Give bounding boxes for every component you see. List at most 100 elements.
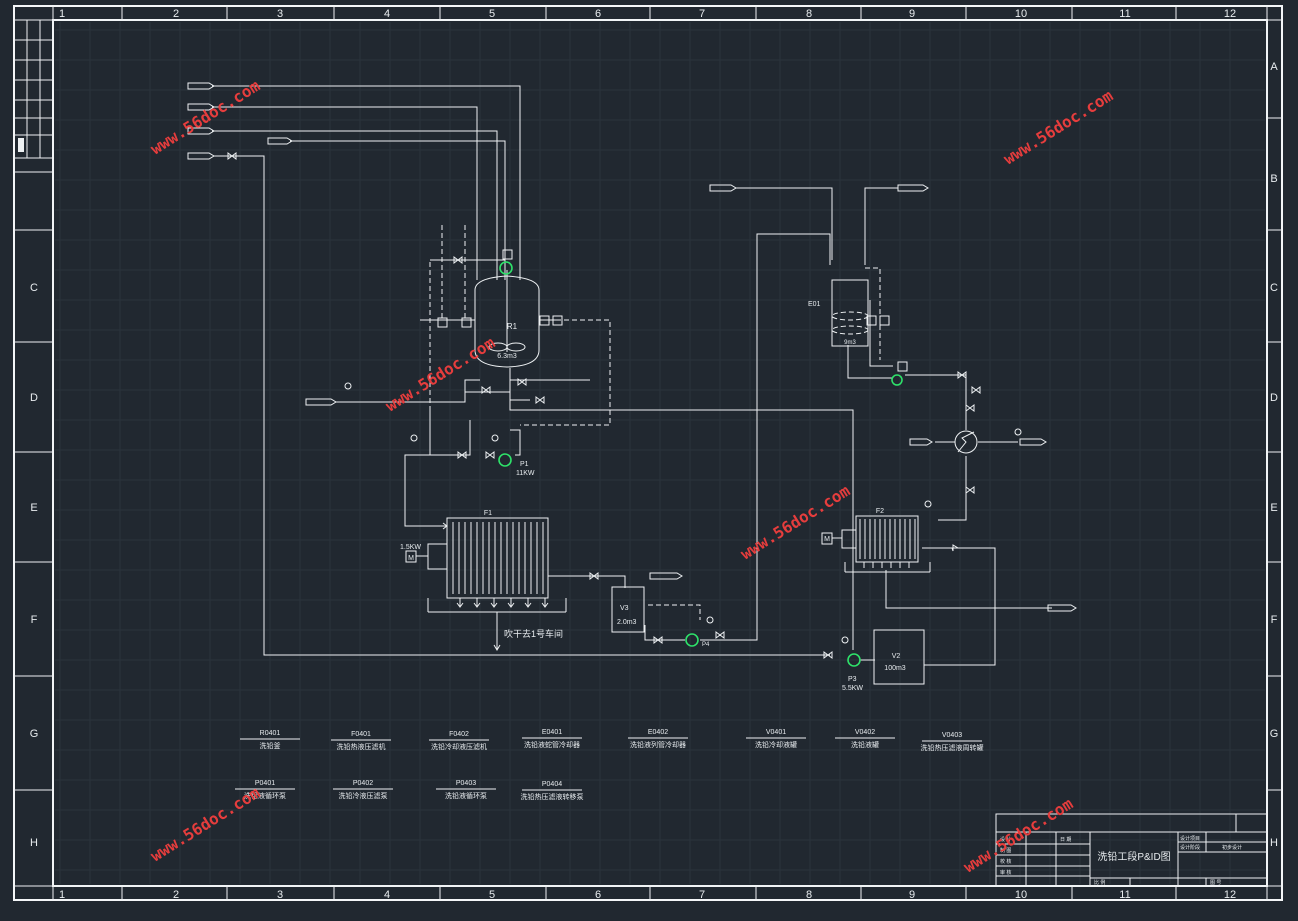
v2-tag: V2 xyxy=(892,653,901,660)
gauge-symbol xyxy=(491,434,499,442)
legend-name: 洗铅热液压滤机 xyxy=(337,742,386,751)
valve-symbol xyxy=(823,651,833,659)
vent-note: 吹干去1号车间 xyxy=(504,628,563,639)
v2-volume: 100m3 xyxy=(884,665,906,672)
stream-tag xyxy=(909,438,933,446)
reactor-r1: R1 6.3m3 xyxy=(474,261,540,368)
stream-tag xyxy=(267,137,293,145)
valve-symbol xyxy=(517,378,527,386)
row-label-right: E xyxy=(1270,502,1277,514)
valve-symbol xyxy=(535,396,545,404)
legend-name: 洗铅液循环泵 xyxy=(445,791,487,800)
e01-volume: 9m3 xyxy=(844,340,856,346)
f1-power: 1.5KW xyxy=(400,544,421,551)
legend-code-p0401: P0401 xyxy=(255,780,275,787)
revision-block xyxy=(14,20,53,173)
row-label-left: D xyxy=(30,392,38,404)
filter-drip-arrow xyxy=(490,598,498,608)
tb-label-design: 设 计 xyxy=(1000,836,1011,843)
legend-code-f0401: F0401 xyxy=(351,731,371,738)
legend-code-v0402: V0402 xyxy=(855,729,875,736)
stream-tag xyxy=(1019,438,1047,446)
instrument-box xyxy=(866,315,877,326)
vessel-v3: V3 2.0m3 P4 xyxy=(611,586,710,648)
column-label-top: 10 xyxy=(1015,8,1027,20)
watermark-text: www.56doc.com xyxy=(147,76,264,159)
row-label-right: F xyxy=(1271,614,1278,626)
f1-motor: M xyxy=(408,555,414,562)
legend-name: 洗铅热压滤液转移泵 xyxy=(521,792,584,801)
flow-arrow xyxy=(438,522,448,530)
stream-tag xyxy=(305,398,337,406)
tb-label-prelim: 初步设计 xyxy=(1222,844,1242,851)
column-label-bottom: 3 xyxy=(277,889,283,901)
filter-press-f2: F2 M xyxy=(821,508,931,573)
filter-drip-arrow xyxy=(456,598,464,608)
stream-tag xyxy=(649,572,683,580)
filter-press-f1: F1 1.5KW M 吹干去1号车间 xyxy=(400,510,567,639)
gauge-symbol xyxy=(1014,428,1022,436)
v3-volume: 2.0m3 xyxy=(617,619,637,626)
legend-code-p0403: P0403 xyxy=(456,780,476,787)
column-label-bottom: 6 xyxy=(595,889,601,901)
column-label-top: 6 xyxy=(595,8,601,20)
gauge-symbol xyxy=(410,434,418,442)
f1-tag: F1 xyxy=(484,510,492,517)
instrument-box xyxy=(437,317,448,328)
filter-drip-arrow xyxy=(507,598,515,608)
column-label-bottom: 4 xyxy=(384,889,390,901)
pump-p1: P1 11KW xyxy=(498,453,535,477)
valve-symbol xyxy=(457,451,467,459)
flow-arrow xyxy=(493,642,501,651)
column-label-top: 3 xyxy=(277,8,283,20)
legend-code-v0403: V0403 xyxy=(942,732,962,739)
row-label-left: H xyxy=(30,837,38,849)
column-label-bottom: 5 xyxy=(489,889,495,901)
watermark-text: www.56doc.com xyxy=(1000,86,1117,169)
column-label-top: 4 xyxy=(384,8,390,20)
valve-symbol xyxy=(957,371,967,379)
valve-symbol xyxy=(481,386,491,394)
tb-label-date: 日 期 xyxy=(1060,837,1071,843)
column-label-bottom: 9 xyxy=(909,889,915,901)
row-label-right: B xyxy=(1270,173,1277,185)
instrument-box xyxy=(461,317,472,328)
instrument-box xyxy=(897,361,908,372)
legend-code-p0404: P0404 xyxy=(542,781,562,788)
row-label-left: G xyxy=(30,728,39,740)
row-label-left: F xyxy=(31,614,38,626)
column-label-top: 9 xyxy=(909,8,915,20)
legend-name: 洗铅液循环泵 xyxy=(244,791,286,800)
column-label-top: 7 xyxy=(699,8,705,20)
column-label-top: 2 xyxy=(173,8,179,20)
tb-label-draw: 制 图 xyxy=(1000,847,1011,854)
valve-symbol xyxy=(227,152,237,160)
instrument-box xyxy=(502,249,513,260)
valve-symbol xyxy=(965,404,975,412)
column-label-top: 1 xyxy=(59,8,65,20)
tb-label-check: 校 核 xyxy=(1000,858,1011,865)
stream-tag xyxy=(187,127,215,135)
filter-drip-arrow xyxy=(541,598,549,608)
f2-tag: F2 xyxy=(876,508,884,515)
tb-label-project: 设计项目 xyxy=(1180,835,1200,842)
column-label-top: 5 xyxy=(489,8,495,20)
p1-tag: P1 xyxy=(520,461,529,468)
flow-arrow xyxy=(951,544,960,552)
column-label-bottom: 1 xyxy=(59,889,65,901)
legend-name: 洗铅冷液压滤泵 xyxy=(339,791,388,800)
valve-symbol xyxy=(589,572,599,580)
legend-name: 洗铅液罐 xyxy=(851,740,879,749)
legend-code-e0401: E0401 xyxy=(542,729,562,736)
legend-code-e0402: E0402 xyxy=(648,729,668,736)
legend-code-v0401: V0401 xyxy=(766,729,786,736)
stream-tag xyxy=(187,82,215,90)
column-label-bottom: 11 xyxy=(1119,889,1130,901)
gauge-symbol xyxy=(924,500,932,508)
column-label-bottom: 7 xyxy=(699,889,705,901)
stream-tag xyxy=(897,184,929,192)
valve-symbol xyxy=(653,636,663,644)
